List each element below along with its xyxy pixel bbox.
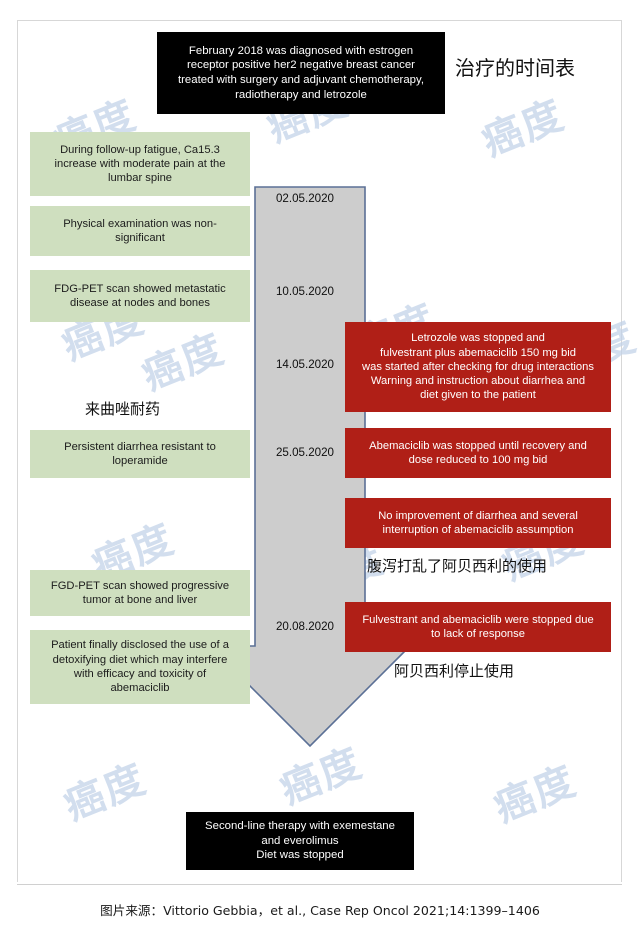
timeline-date: 02.05.2020 (275, 192, 335, 205)
page-frame-left (17, 20, 18, 882)
annotation-diarrhea-disrupted: 腹泻打乱了阿贝西利的使用 (367, 557, 548, 575)
watermark: 癌度 (57, 755, 154, 830)
watermark: 癌度 (475, 91, 572, 166)
left-event-box: Physical examination was non- significan… (30, 206, 250, 256)
watermark: 癌度 (273, 739, 370, 814)
left-event-box: Patient finally disclosed the use of a d… (30, 630, 250, 704)
right-event-box: No improvement of diarrhea and several i… (345, 498, 611, 548)
watermark: 癌度 (487, 757, 584, 832)
left-event-box: During follow-up fatigue, Ca15.3 increas… (30, 132, 250, 196)
diagnosis-box: February 2018 was diagnosed with estroge… (157, 32, 445, 114)
page-frame-top (17, 20, 622, 21)
footer-divider (17, 884, 622, 885)
right-event-box: Letrozole was stopped and fulvestrant pl… (345, 322, 611, 412)
annotation-letrozole-resistance: 来曲唑耐药 (85, 400, 161, 418)
right-event-box: Abemaciclib was stopped until recovery a… (345, 428, 611, 478)
source-caption: 图片来源：Vittorio Gebbia，et al., Case Rep On… (100, 903, 540, 918)
watermark: 癌度 (135, 325, 232, 400)
outcome-box: Second-line therapy with exemestane and … (186, 812, 414, 870)
left-event-box: FGD-PET scan showed progressive tumor at… (30, 570, 250, 616)
timeline-date: 20.08.2020 (275, 620, 335, 633)
timeline-date: 10.05.2020 (275, 285, 335, 298)
right-event-box: Fulvestrant and abemaciclib were stopped… (345, 602, 611, 652)
page-title: 治疗的时间表 (455, 56, 575, 80)
annotation-abemaciclib-stopped: 阿贝西利停止使用 (394, 662, 515, 680)
timeline-date: 14.05.2020 (275, 358, 335, 371)
timeline-date: 25.05.2020 (275, 446, 335, 459)
left-event-box: Persistent diarrhea resistant to loperam… (30, 430, 250, 478)
left-event-box: FDG-PET scan showed metastatic disease a… (30, 270, 250, 322)
page-frame-right (621, 20, 622, 882)
